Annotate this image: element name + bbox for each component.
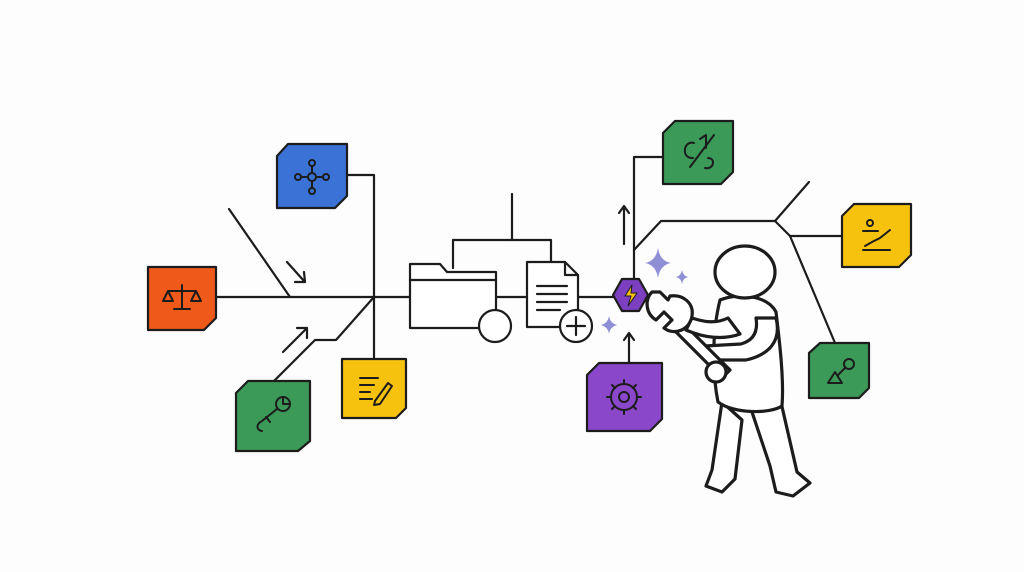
node-green-fraction (661, 119, 735, 186)
node-orange-scale (146, 265, 218, 332)
node-purple-gear-box (585, 361, 664, 433)
node-green-fraction-box (661, 119, 735, 186)
shapes-icon (827, 358, 855, 384)
sparkle-icon (601, 316, 617, 334)
circle-marker (477, 308, 513, 344)
key-icon (256, 396, 291, 432)
node-yellow-notes (340, 357, 408, 420)
node-yellow-chart (840, 202, 913, 269)
folder-icon (408, 262, 513, 344)
node-blue-box (275, 142, 349, 210)
sparkles (601, 248, 688, 334)
sparkle-icon (676, 270, 688, 284)
node-green-key (234, 379, 312, 453)
hex-node (611, 277, 650, 313)
chart-pen-icon (862, 219, 891, 251)
node-green-key-box (234, 379, 312, 453)
node-blue-network (275, 142, 349, 210)
node-yellow-notes-box (340, 357, 408, 420)
wrench-icon (645, 290, 732, 384)
node-purple-gear (585, 361, 664, 433)
node-green-shapes (807, 341, 871, 400)
node-green-shapes-box (807, 341, 871, 400)
fraction-icon (683, 134, 715, 170)
node-yellow-chart-box (840, 202, 913, 269)
sparkle-icon (645, 248, 671, 278)
scale-icon (162, 284, 202, 310)
edit-notes-icon (359, 377, 393, 406)
gear-icon (606, 379, 642, 415)
network-icon (294, 159, 330, 195)
document-icon (525, 260, 594, 344)
person-with-wrench-icon (645, 244, 812, 498)
bolt-icon (624, 284, 638, 307)
